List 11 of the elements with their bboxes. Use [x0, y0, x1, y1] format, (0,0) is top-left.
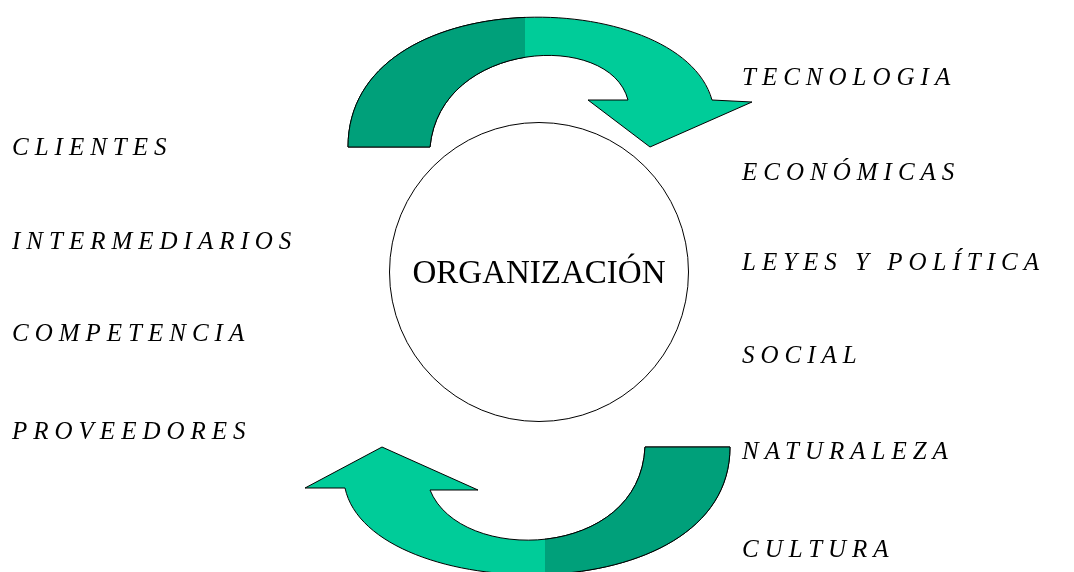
factor-label: PROVEEDORES	[12, 416, 252, 446]
factor-label: CLIENTES	[12, 132, 173, 162]
factor-label: ECONÓMICAS	[742, 157, 961, 187]
node-title: ORGANIZACIÓN	[412, 253, 666, 291]
factor-label: INTERMEDIARIOS	[12, 226, 298, 256]
factor-label: TECNOLOGIA	[742, 62, 957, 92]
factor-label: SOCIAL	[742, 340, 863, 370]
factor-label: NATURALEZA	[742, 436, 954, 466]
factor-label: CULTURA	[742, 534, 895, 564]
factor-label: COMPETENCIA	[12, 318, 251, 348]
factor-label: LEYES Y POLÍTICA	[742, 247, 1045, 277]
